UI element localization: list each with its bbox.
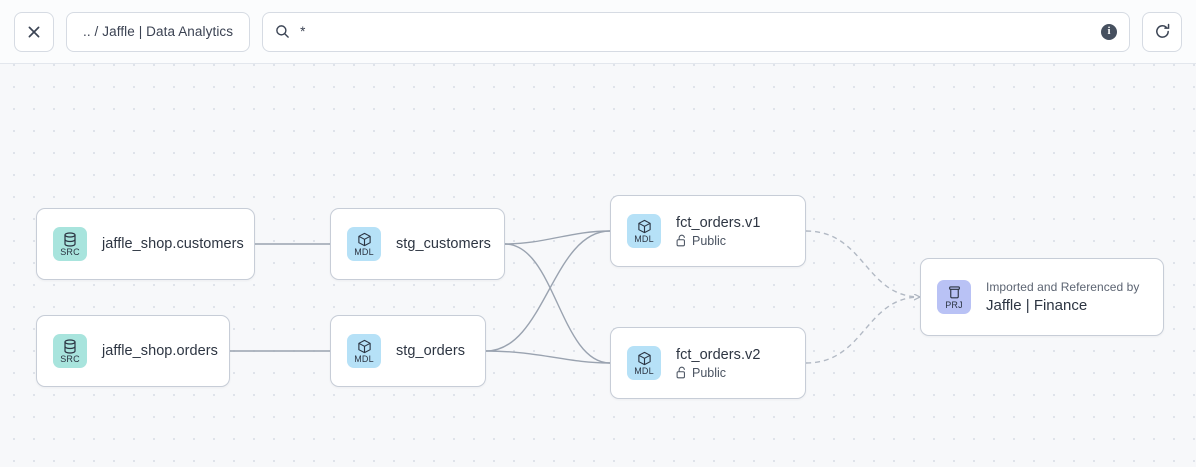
search-input[interactable] xyxy=(300,24,1091,39)
mdl-badge: MDL xyxy=(627,214,661,248)
node-text: jaffle_shop.customers xyxy=(102,236,244,252)
edge-stgorders-fctv1 xyxy=(485,230,611,352)
node-jaffle-shop-orders[interactable]: SRC jaffle_shop.orders xyxy=(36,315,230,387)
edge-stgcustomers-fctv2 xyxy=(504,243,611,364)
node-text: fct_orders.v1 Public xyxy=(676,215,760,248)
cube-icon xyxy=(637,351,652,366)
refresh-icon xyxy=(1154,23,1171,40)
visibility-label: Public xyxy=(692,233,727,248)
node-title: jaffle_shop.orders xyxy=(102,343,218,359)
node-title: fct_orders.v1 xyxy=(676,214,761,231)
edge-fctv2-jafflefinance xyxy=(805,297,920,364)
node-kicker: Imported and Referenced by xyxy=(986,280,1140,294)
node-jaffle-finance[interactable]: PRJ Imported and Referenced by Jaffle | … xyxy=(920,258,1164,336)
src-badge: SRC xyxy=(53,334,87,368)
search-icon xyxy=(275,24,290,39)
node-text: fct_orders.v2 Public xyxy=(676,347,760,380)
refresh-button[interactable] xyxy=(1142,11,1182,52)
node-stg-orders[interactable]: MDL stg_orders xyxy=(330,315,486,387)
node-fct-orders-v2[interactable]: MDL fct_orders.v2 Public xyxy=(610,327,806,399)
node-title: Jaffle | Finance xyxy=(986,297,1088,314)
node-text: Imported and Referenced by Jaffle | Fina… xyxy=(986,280,1139,314)
mdl-badge: MDL xyxy=(347,227,381,261)
search-box[interactable]: i xyxy=(262,11,1130,52)
archive-icon xyxy=(947,285,962,300)
mdl-badge-label: MDL xyxy=(354,353,374,364)
cube-icon xyxy=(357,339,372,354)
mdl-badge: MDL xyxy=(347,334,381,368)
close-button[interactable] xyxy=(14,11,54,52)
mdl-badge-label: MDL xyxy=(634,365,654,376)
edge-stgorders-fctv2 xyxy=(485,350,611,364)
mdl-badge-label: MDL xyxy=(354,246,374,257)
node-title: jaffle_shop.customers xyxy=(102,236,244,252)
database-icon xyxy=(63,231,77,247)
node-text: jaffle_shop.orders xyxy=(102,343,218,359)
breadcrumb[interactable]: .. / Jaffle | Data Analytics xyxy=(66,11,251,52)
mdl-badge: MDL xyxy=(627,346,661,380)
database-icon xyxy=(63,338,77,354)
mdl-badge-label: MDL xyxy=(634,233,654,244)
close-icon xyxy=(27,25,41,39)
info-icon[interactable]: i xyxy=(1101,23,1117,40)
node-stg-customers[interactable]: MDL stg_customers xyxy=(330,208,505,280)
prj-badge: PRJ xyxy=(937,280,971,314)
prj-badge-label: PRJ xyxy=(945,299,963,310)
toolbar: .. / Jaffle | Data Analytics i xyxy=(0,0,1196,64)
node-title: fct_orders.v2 xyxy=(676,346,761,363)
cube-icon xyxy=(357,232,372,247)
node-fct-orders-v1[interactable]: MDL fct_orders.v1 Public xyxy=(610,195,806,267)
edge-stgcustomers-fctv1 xyxy=(504,230,611,245)
src-badge: SRC xyxy=(53,227,87,261)
edge-fctv1-jafflefinance xyxy=(805,230,920,297)
src-badge-label: SRC xyxy=(60,246,80,257)
node-text: stg_customers xyxy=(396,236,491,252)
node-text: stg_orders xyxy=(396,343,465,359)
node-jaffle-shop-customers[interactable]: SRC jaffle_shop.customers xyxy=(36,208,255,280)
node-visibility: Public xyxy=(676,234,760,248)
src-badge-label: SRC xyxy=(60,353,80,364)
visibility-label: Public xyxy=(692,365,727,380)
node-title: stg_orders xyxy=(396,343,466,359)
node-visibility: Public xyxy=(676,366,760,380)
node-title: stg_customers xyxy=(396,236,491,252)
unlock-icon xyxy=(676,366,687,379)
unlock-icon xyxy=(676,234,687,247)
cube-icon xyxy=(637,219,652,234)
